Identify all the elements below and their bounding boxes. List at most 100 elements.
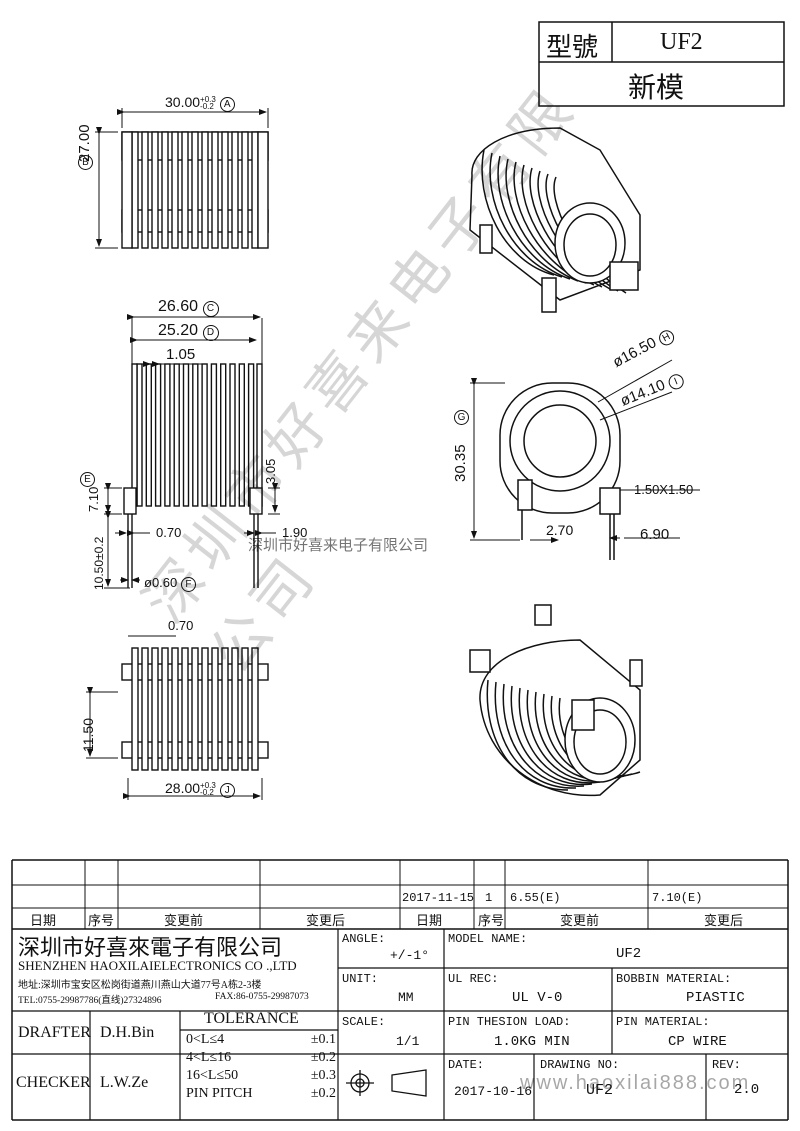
- dim-pin-sq: 1.50X1.50: [634, 482, 694, 497]
- model-status: 新模: [628, 73, 685, 104]
- model-label: 型號: [546, 33, 599, 62]
- url-watermark: www.haoxilai888.com: [520, 1072, 751, 1094]
- pin-material-value: CP WIRE: [668, 1034, 727, 1050]
- fin: [231, 131, 239, 249]
- tolerance-row: 4<L≤16±0.2: [186, 1050, 336, 1065]
- fin: [141, 647, 149, 771]
- checker-value: L.W.Ze: [100, 1074, 149, 1091]
- dim-slot: 1.05: [166, 346, 196, 363]
- rev-header-no-2: 序号: [478, 913, 505, 928]
- marker-b: B: [78, 155, 93, 170]
- front-view: [123, 363, 263, 588]
- fin: [221, 647, 229, 771]
- dim-side-h: 30.35: [452, 444, 469, 482]
- dim-bottom-pin: 0.70: [168, 618, 194, 633]
- fin: [201, 131, 209, 249]
- dim-pin-h: 7.10: [86, 486, 101, 512]
- coil-ring: [518, 687, 601, 784]
- marker-e: E: [80, 472, 95, 487]
- checker-label: CHECKER: [16, 1074, 91, 1091]
- fin: [131, 363, 138, 507]
- fin: [131, 647, 139, 771]
- fin: [181, 647, 189, 771]
- dim-width-c: 26.60 C: [158, 298, 219, 317]
- revision-table: [11, 859, 789, 1120]
- fin: [210, 363, 218, 507]
- model-name-value: UF2: [616, 946, 642, 962]
- scale-label: SCALE:: [342, 1015, 386, 1029]
- dim-pin-gap: 3.05: [263, 458, 278, 484]
- bottom-view-dims: [86, 635, 263, 800]
- tolerance-title: TOLERANCE: [204, 1010, 299, 1027]
- coil-ring: [510, 685, 593, 786]
- fin: [231, 647, 239, 771]
- fin: [201, 647, 209, 771]
- company-fax: FAX:86-0755-29987073: [215, 992, 309, 1002]
- rev-header-date-2: 日期: [416, 913, 443, 928]
- iso-view-top: [469, 127, 641, 313]
- ul-rec-value: UL V-0: [512, 990, 563, 1006]
- top-view-dims: [95, 108, 269, 249]
- fin: [173, 363, 180, 507]
- angle-value: +/-1°: [390, 948, 430, 963]
- fin: [251, 647, 259, 771]
- fin: [191, 131, 199, 249]
- pin-load-label: PIN THESION LOAD:: [448, 1015, 571, 1029]
- rev-header-after: 变更后: [306, 913, 346, 928]
- pin-material-label: PIN MATERIAL:: [616, 1015, 710, 1029]
- side-view-dims: [470, 359, 700, 543]
- fin: [221, 131, 229, 249]
- dim-pin-span: 6.90: [640, 526, 670, 543]
- fin: [171, 131, 179, 249]
- tolerance-table: 0<L≤4±0.1 4<L≤16±0.2 16<L≤50±0.3 PIN PIT…: [186, 1031, 336, 1103]
- bobbin-material-value: PIASTIC: [686, 990, 745, 1006]
- dim-pin-w: 0.70: [156, 525, 182, 540]
- tolerance-row: PIN PITCH±0.2: [186, 1086, 336, 1101]
- rev-before: 6.55(E): [510, 891, 561, 905]
- fin: [257, 131, 269, 249]
- fin: [141, 131, 149, 249]
- date-label: DATE:: [448, 1058, 485, 1072]
- fin: [229, 363, 236, 507]
- drawing-no-label: DRAWING NO:: [540, 1058, 620, 1072]
- coil-ring: [505, 158, 579, 282]
- title-block-grid: [12, 929, 788, 1121]
- fin: [181, 131, 189, 249]
- marker-g: G: [454, 410, 469, 425]
- fin: [211, 131, 219, 249]
- fin: [251, 131, 259, 249]
- pin-load-value: 1.0KG MIN: [494, 1034, 570, 1050]
- iso-view-side: [499, 382, 621, 560]
- rev-header-no: 序号: [88, 913, 115, 928]
- model-value: UF2: [660, 29, 703, 55]
- fin: [151, 647, 159, 771]
- coil-ring: [494, 681, 577, 789]
- front-view-dims: [104, 314, 280, 589]
- bottom-view: [121, 647, 269, 771]
- dim-top-width: 30.00+0.3-0.2 A: [165, 94, 235, 112]
- drafter-value: D.H.Bin: [100, 1024, 155, 1041]
- rev-header-before: 变更前: [164, 913, 204, 928]
- fin: [238, 363, 246, 507]
- company-name-en: SHENZHEN HAOXILAIELECTRONICS CO .,LTD: [18, 958, 297, 973]
- fin: [136, 363, 143, 507]
- coil-ring: [497, 155, 571, 280]
- coil-ring: [481, 149, 555, 276]
- fin: [131, 131, 139, 249]
- coil-ring: [489, 152, 563, 278]
- projection-symbol: [346, 1069, 427, 1097]
- scale-value: 1/1: [396, 1034, 420, 1049]
- fin: [182, 363, 190, 507]
- company-watermark-small: 深圳市好喜来电子有限公司: [248, 536, 429, 554]
- fin: [241, 131, 249, 249]
- dim-pin-edge: 1.90: [282, 525, 308, 540]
- fin: [154, 363, 162, 507]
- fin: [211, 647, 219, 771]
- model-box-frame: [538, 21, 785, 107]
- model-name-label: MODEL NAME:: [448, 932, 528, 946]
- fin: [171, 647, 179, 771]
- rev-header-before-2: 变更前: [560, 913, 600, 928]
- coil-ring: [502, 683, 585, 787]
- fin: [241, 647, 249, 771]
